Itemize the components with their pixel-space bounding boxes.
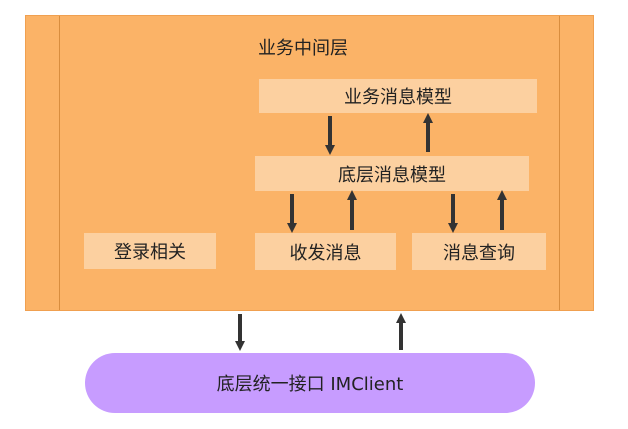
send-receive-box: 收发消息 xyxy=(255,233,396,270)
bottom-interface-imclient: 底层统一接口 IMClient xyxy=(85,353,535,413)
base-message-model-box: 底层消息模型 xyxy=(255,156,529,191)
right-side-bar xyxy=(559,16,593,310)
message-query-box: 消息查询 xyxy=(412,233,546,270)
middle-layer-title: 业务中间层 xyxy=(258,38,348,59)
business-message-model-box: 业务消息模型 xyxy=(259,79,537,113)
left-side-bar xyxy=(26,16,60,310)
login-related-box: 登录相关 xyxy=(84,233,216,269)
